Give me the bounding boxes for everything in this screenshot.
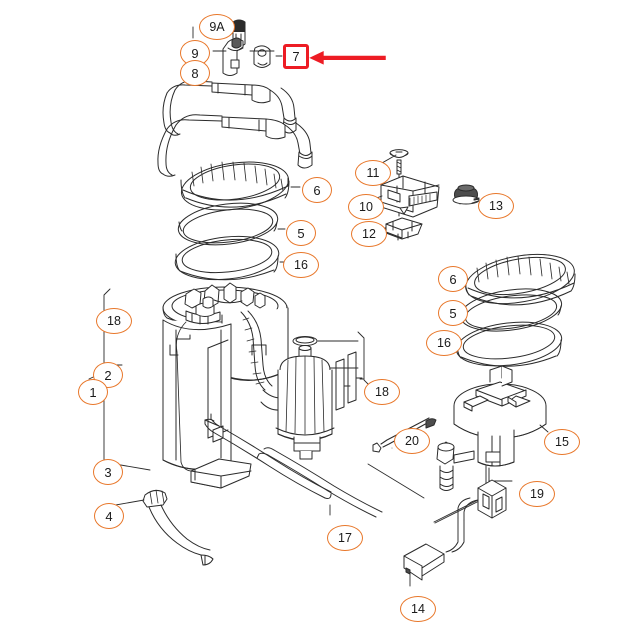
callout-5-seal-left[interactable]: 5	[286, 220, 316, 246]
callout-14-connector-module[interactable]: 14	[400, 596, 436, 622]
part-fuel-delivery-unit	[162, 282, 289, 472]
callout-12-retaining-clip[interactable]: 12	[351, 221, 387, 247]
callout-11-screw[interactable]: 11	[355, 160, 391, 186]
part-hose-connector-lower	[253, 45, 271, 68]
part-hose-connector-upper	[222, 37, 244, 76]
callout-10-bracket[interactable]: 10	[348, 194, 384, 220]
callout-18-filter-bracket[interactable]: 18	[364, 379, 400, 405]
callout-3-suction-jet-pump[interactable]: 3	[93, 459, 123, 485]
callout-15-fuel-level-sender[interactable]: 15	[544, 429, 580, 455]
callout-4-connecting-hose[interactable]: 4	[94, 503, 124, 529]
part-locking-ring-right	[457, 253, 576, 306]
part-locking-ring-left	[180, 161, 301, 211]
part-seal-right	[456, 288, 563, 332]
construction-lines	[367, 447, 425, 499]
part-suction-jet-pump	[190, 458, 252, 489]
callout-19-wiring-harness[interactable]: 19	[519, 481, 555, 507]
part-blanking-plug	[452, 184, 480, 205]
part-wiring-harness	[433, 441, 513, 553]
callout-6-locking-ring-left[interactable]: 6	[302, 177, 332, 203]
callout-8-hose-connector-lower[interactable]: 8	[180, 60, 210, 86]
part-retaining-clip	[373, 217, 423, 241]
callout-18-assembly-bracket-left[interactable]: 18	[96, 308, 132, 334]
callout-16-gasket-left[interactable]: 16	[283, 252, 319, 278]
callout-6-locking-ring-right[interactable]: 6	[438, 266, 468, 292]
part-connector-module	[403, 543, 445, 587]
part-connecting-hose	[109, 489, 214, 566]
callout-9a-non-return-valve[interactable]: 9A	[199, 14, 235, 40]
part-fuel-level-sender	[453, 365, 549, 467]
part-fuel-hoses-pair	[157, 80, 313, 177]
callout-17-fuel-hose[interactable]: 17	[327, 525, 363, 551]
part-fuel-filter	[275, 331, 371, 460]
part-gasket-left	[174, 235, 297, 281]
callout-20-cable-tie[interactable]: 20	[394, 428, 430, 454]
red-highlight-arrow	[309, 51, 386, 65]
callout-7-fuel-line-coupling[interactable]: 7	[283, 44, 309, 69]
callout-13-blanking-plug[interactable]: 13	[478, 193, 514, 219]
part-gasket-right	[446, 321, 563, 367]
callout-5-seal-right[interactable]: 5	[438, 300, 468, 326]
part-seal-left	[177, 202, 286, 246]
part-fuel-hose-17	[204, 413, 383, 518]
callout-1-fuel-pump-assembly[interactable]: 1	[78, 379, 108, 405]
callout-16-gasket-right[interactable]: 16	[426, 330, 462, 356]
